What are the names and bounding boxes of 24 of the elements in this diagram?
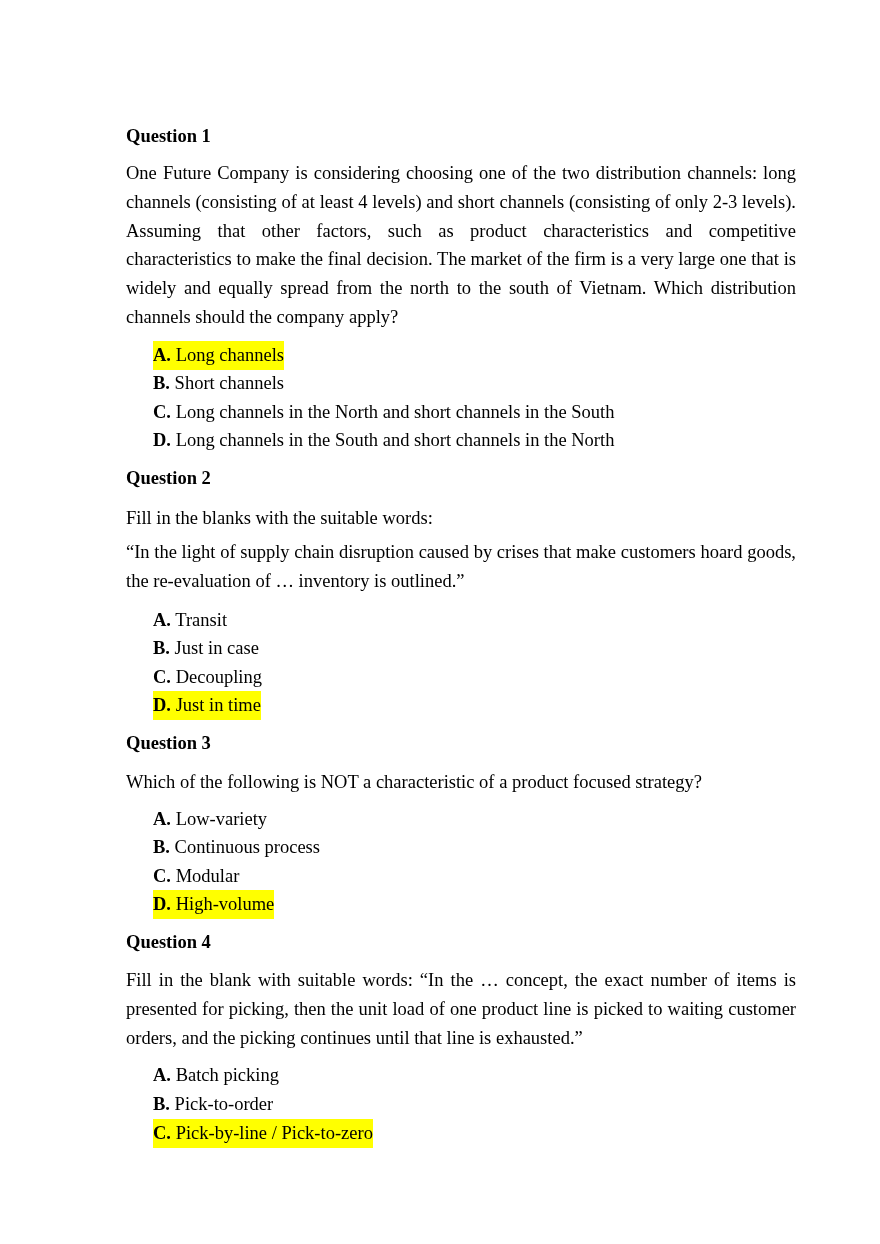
answer-option: C. Decoupling [153,663,262,692]
answer-option: B. Continuous process [153,833,321,862]
question-text: Fill in the blank with suitable words: “In the … concept, the exact number of items is presented for picking, then the unit load of one product line is picked to waiting customer orders, and the picking continues until that line is exhausted.” [126,969,796,1050]
question-text: One Future Company is considering choosing one of the two distribution channels: long channels (consisting of at least 4 levels) and short channels (consisting of only 2-3 levels). Assuming that other factors, such as product characteristics and competitive characteristics to make the final decision. The market of the firm is a very large one that is widely and equally spread from the north to the south of Vietnam. Which distribution channels should the company apply? [126,162,796,329]
question-heading: Question 1 [126,125,211,148]
question-text: Which of the following is NOT a characteristic of a product focused strategy? [126,771,704,794]
highlighted-answer-option: C. Pick-by-line / Pick-to-zero [153,1119,373,1148]
question-text: “In the light of supply chain disruption caused by crises that make customers hoard goods, the re-evaluation of … inventory is outlined.” [126,541,796,593]
highlighted-answer-option: A. Long channels [153,341,285,370]
answer-option: B. Short channels [153,369,285,398]
answer-option: B. Just in case [153,634,259,663]
answer-option: C. Modular [153,862,240,891]
answer-option: A. Low-variety [153,805,268,834]
answer-option: A. Transit [153,606,228,635]
answer-option: B. Pick-to-order [153,1090,274,1119]
question-text: Fill in the blanks with the suitable words: [126,507,434,530]
question-heading: Question 2 [126,467,211,490]
highlighted-answer-option: D. High-volume [153,890,275,919]
question-heading: Question 3 [126,732,211,755]
answer-option: D. Long channels in the South and short channels in the North [153,426,615,455]
answer-option: A. Batch picking [153,1061,279,1090]
highlighted-answer-option: D. Just in time [153,691,261,720]
answer-option: C. Long channels in the North and short channels in the South [153,398,615,427]
question-heading: Question 4 [126,931,211,954]
